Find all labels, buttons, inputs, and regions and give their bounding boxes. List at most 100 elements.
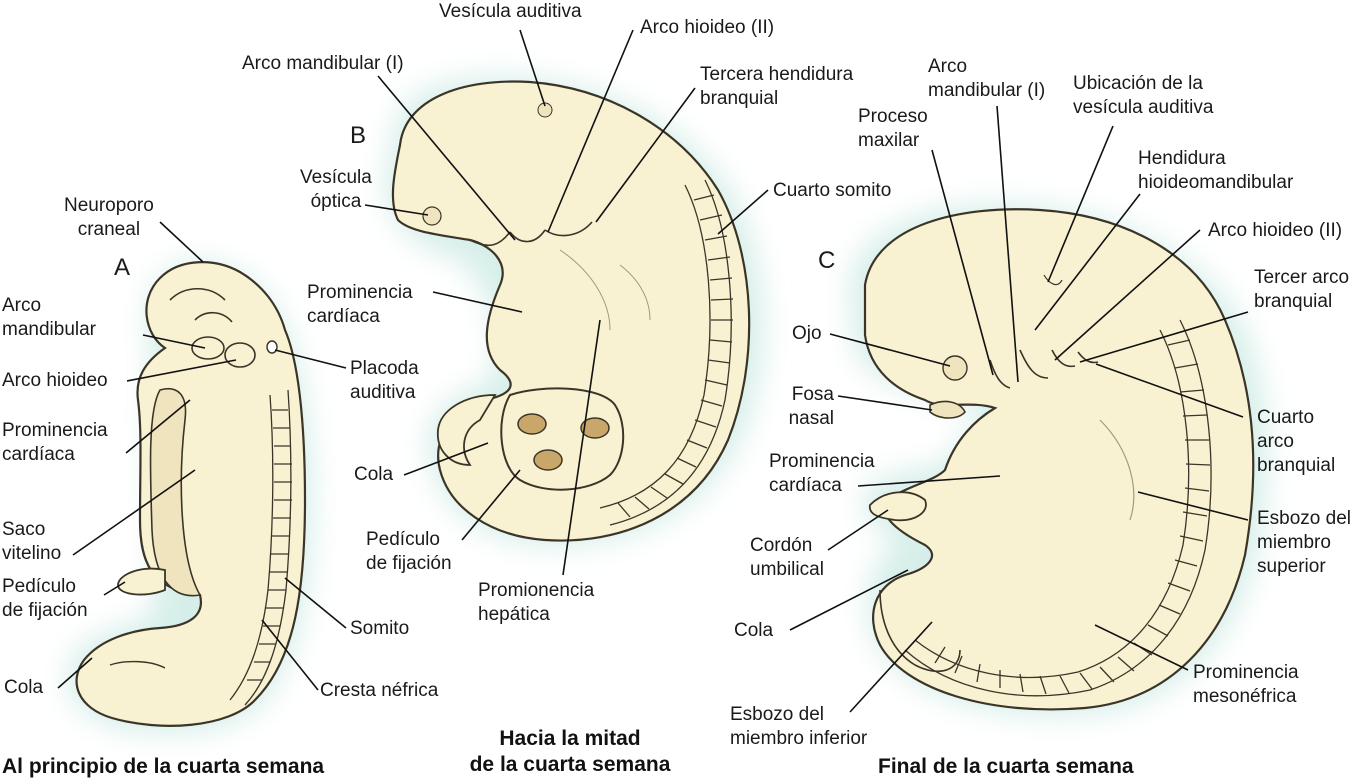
label-b-cuarto-somito: Cuarto somito xyxy=(773,180,892,201)
embryo-a-yolk-sac xyxy=(149,388,202,597)
label-line: superior xyxy=(1257,556,1326,577)
label-b-hepatica: Promionencia hepática xyxy=(478,579,594,627)
leader-b-cola xyxy=(403,442,489,476)
embryo-c-nasal-pit xyxy=(929,400,966,419)
label-line: craneal xyxy=(77,219,141,240)
leader-a-pediculo xyxy=(103,581,126,596)
leader-b-mandibular xyxy=(377,75,516,241)
embryo-b-body xyxy=(391,80,751,542)
label-line: Prominencia xyxy=(2,420,108,441)
label-line: Esbozo del xyxy=(730,704,825,725)
label-line: Tercer arco xyxy=(1254,267,1350,288)
label-c-inferior: Esbozo del miembro inferior xyxy=(730,703,867,751)
label-line: Pedículo xyxy=(366,529,440,550)
leader-c-mandibular xyxy=(996,105,1019,383)
embryo-c-eye xyxy=(942,355,968,381)
label-line: Fosa xyxy=(791,384,834,405)
label-line: Placoda xyxy=(350,358,419,379)
label-line: maxilar xyxy=(858,130,920,151)
leader-lines xyxy=(57,29,1249,713)
label-c-mandibular: Arco mandibular (I) xyxy=(928,55,1045,103)
label-line: cardíaca xyxy=(2,444,75,465)
embryo-a-connecting-stalk xyxy=(117,567,166,596)
panel-b-letter: B xyxy=(350,122,367,149)
leader-c-tercer xyxy=(1079,311,1249,363)
leader-c-ojo xyxy=(829,333,951,367)
embryo-b-vessel-1 xyxy=(517,413,547,435)
label-line: óptica xyxy=(310,191,362,212)
leader-c-cardiaca xyxy=(857,475,1001,487)
embryo-a-body xyxy=(75,261,307,727)
label-line: vesícula auditiva xyxy=(1073,97,1214,118)
label-a-cardiaca: Prominencia cardíaca xyxy=(2,419,108,467)
label-line: branquial xyxy=(1254,291,1333,312)
leader-b-cuarto-somito xyxy=(717,189,769,235)
label-a-saco: Saco vitelino xyxy=(2,518,61,566)
leader-a-cola xyxy=(57,657,93,689)
panel-a-letter: A xyxy=(114,254,131,281)
label-line: de fijación xyxy=(366,553,452,574)
label-line: mesonéfrica xyxy=(1193,686,1297,707)
leader-a-saco xyxy=(72,469,196,556)
label-line: Pedículo xyxy=(2,576,76,597)
leader-b-tercera xyxy=(595,87,696,223)
label-line: cardíaca xyxy=(769,475,842,496)
label-b-optica: Vesícula óptica xyxy=(300,166,372,214)
embryo-a-somites xyxy=(229,389,292,706)
embryo-b-somites xyxy=(599,179,734,526)
label-line: Prominencia xyxy=(1193,662,1299,683)
embryo-b-heart-detail xyxy=(559,249,651,331)
label-b-cola: Cola xyxy=(354,464,394,485)
caption-line: de la cuarta semana xyxy=(469,753,671,776)
label-line: vitelino xyxy=(2,543,62,564)
label-line: Tercera hendidura xyxy=(700,64,854,85)
label-a-hioideo: Arco hioideo xyxy=(2,370,108,391)
embryo-c-otic xyxy=(1043,274,1063,286)
label-line: Prominencia xyxy=(769,451,875,472)
leader-a-cresta xyxy=(261,619,319,691)
label-c-superior: Esbozo del miembro superior xyxy=(1257,507,1351,579)
label-line: Ubicación de la xyxy=(1073,73,1203,94)
label-c-maxilar: Proceso maxilar xyxy=(858,105,928,153)
embryo-c-lower-limb xyxy=(879,589,961,673)
label-line: cardíaca xyxy=(307,306,380,327)
label-c-hioideo: Arco hioideo (II) xyxy=(1208,220,1343,241)
label-line: Prominencia xyxy=(307,282,413,303)
label-line: Vesícula xyxy=(300,167,372,188)
label-a-placoda: Placoda auditiva xyxy=(350,357,419,405)
label-a-cresta: Cresta néfrica xyxy=(320,680,439,701)
leader-c-cordon xyxy=(827,509,889,551)
label-line: Esbozo del xyxy=(1257,508,1352,529)
label-b-vesicula-auditiva: Vesícula auditiva xyxy=(439,1,582,22)
label-line: mandibular (I) xyxy=(928,80,1046,101)
label-b-hioideo: Arco hioideo (II) xyxy=(640,17,775,38)
label-line: de fijación xyxy=(2,600,88,621)
embryo-b-vessel-3 xyxy=(533,449,563,471)
label-a-neuroporo: Neuroporo craneal xyxy=(64,194,154,242)
leader-c-fosa xyxy=(837,395,933,411)
embryo-b-optic-vesicle xyxy=(422,206,442,226)
label-c-cuarto: Cuarto arco branquial xyxy=(1257,406,1335,478)
label-c-cordon: Cordón umbilical xyxy=(750,534,824,582)
label-line: Neuroporo xyxy=(64,195,154,216)
label-line: Cordón xyxy=(750,535,813,556)
label-line: auditiva xyxy=(350,382,416,403)
label-line: branquial xyxy=(1257,455,1336,476)
label-line: hioideomandibular xyxy=(1138,172,1294,193)
label-b-mandibular: Arco mandibular (I) xyxy=(242,53,404,74)
label-line: Promionencia xyxy=(478,580,595,601)
label-line: branquial xyxy=(700,88,779,109)
label-line: umbilical xyxy=(750,559,824,580)
embryo-a-mandibular-arch xyxy=(191,336,225,360)
label-a-mandibular: Arco mandibular xyxy=(2,294,96,342)
embryo-b xyxy=(385,77,764,546)
embryo-c-somites xyxy=(904,319,1212,697)
label-c-hendidura: Hendidura hioideomandibular xyxy=(1138,147,1293,195)
leader-c-inferior xyxy=(849,621,933,713)
leader-b-hioideo xyxy=(547,29,634,233)
leader-a-cardiaca xyxy=(125,399,191,454)
label-b-cardiaca: Prominencia cardíaca xyxy=(307,281,413,329)
leader-a-placoda xyxy=(274,349,347,369)
embryo-c-body xyxy=(863,208,1255,711)
